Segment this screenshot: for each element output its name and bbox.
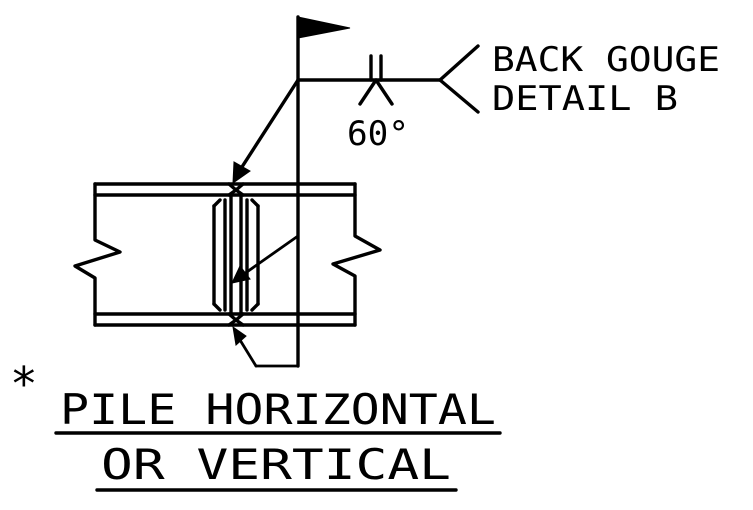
leader-arrow-top <box>232 78 300 184</box>
weld-reference-line <box>296 44 480 114</box>
left-break-line <box>73 182 122 327</box>
right-break-line <box>331 182 382 327</box>
note-detail-b: DETAIL B <box>492 79 678 119</box>
field-weld-flag <box>296 15 351 368</box>
leader-arrow-bottom <box>232 325 300 368</box>
groove-angle-label: 60° <box>347 114 409 154</box>
web-splice <box>212 194 260 315</box>
note-back-gouge: BACK GOUGE <box>492 40 720 80</box>
caption-line-2: OR VERTICAL <box>101 440 451 489</box>
caption-line-1: PILE HORIZONTAL <box>60 385 496 434</box>
top-flange <box>93 182 357 197</box>
asterisk-marker: * <box>10 357 38 411</box>
groove-weld-symbol <box>358 54 394 106</box>
bottom-flange <box>93 312 357 327</box>
